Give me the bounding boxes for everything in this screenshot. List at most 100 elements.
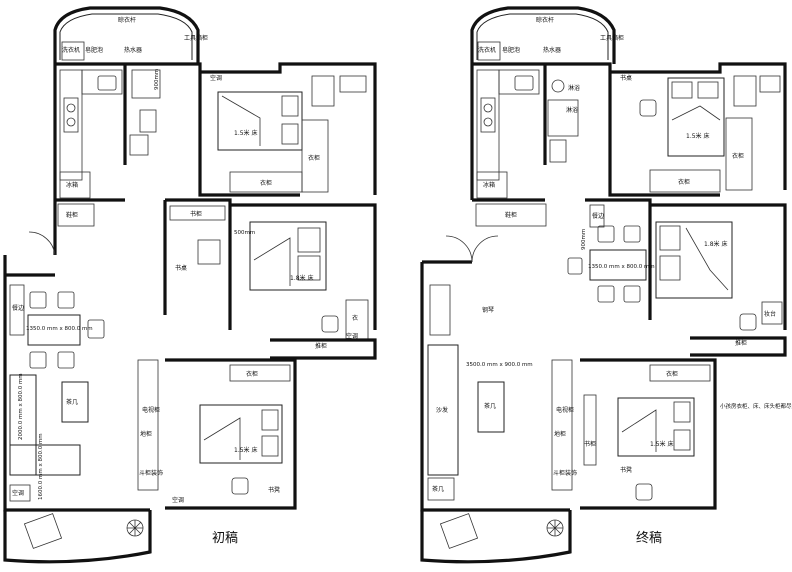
ensuite-basin [759,75,781,93]
ensuite-toilet [733,75,757,107]
bed3-label: 1.5米 床 [650,440,673,448]
bookshelf [583,394,597,466]
burner [483,103,493,113]
caption-final: 终稿 [636,530,662,546]
bed2-walls [230,203,377,330]
wardrobe-1 [649,169,721,193]
counter-top [81,69,123,95]
soap-label: 皂肥泡 [502,46,520,54]
door-swing [28,231,56,256]
lounge-chair [23,513,63,549]
vanity [761,301,783,325]
chest-label: 斗柜装饰 [139,469,163,477]
top-balcony-wall [53,6,200,64]
top-balcony-inner [476,13,609,60]
wardrobe2-label: 衣柜 [732,152,744,160]
plant-icon [126,519,144,537]
shower-head [551,79,565,93]
coffee-table-label: 茶几 [66,398,78,406]
bed3-walls [165,358,297,510]
sofa-bottom [9,444,81,476]
sofa-dim: 3500.0 mm x 900.0 mm [466,362,533,368]
ac-label: 空调 [346,332,358,340]
stool [635,483,653,501]
bed-cover [621,409,657,452]
pillow [659,225,681,251]
sideboard [9,284,25,336]
south-balcony [420,510,572,564]
bed1-label: 1.5米 床 [234,129,257,137]
wardrobe3-label: 衣柜 [666,370,678,378]
bed-cover [685,227,729,291]
side-table-label: 茶几 [432,485,444,493]
dining-chair [623,225,641,243]
soap-label: 皂肥泡 [85,46,103,54]
vanity-label: 妆台 [764,310,776,318]
wardrobe1-label: 衣柜 [260,179,272,187]
wardrobe2-label: 衣柜 [308,154,320,162]
pillow [281,123,299,145]
ac-label: 空调 [210,74,222,82]
bookshelf-label: 书柜 [190,210,202,218]
plan-final: 晾衣杆 洗衣机 皂肥泡 热水器 工具箱柜 冰箱 鞋柜 淋浴 淋浴 书桌 1 [420,6,792,564]
washing-machine [61,41,85,61]
tool-cabinet-label: 工具箱柜 [184,34,208,42]
sofa [427,344,459,476]
tool-cabinet-label: 工具箱柜 [600,34,624,42]
tv-cabinet [551,359,573,491]
pillow [297,227,321,253]
floor-cabinet-label: 地柜 [140,430,152,438]
drying-rack-label: 晾衣杆 [118,16,136,24]
door-swing [471,235,499,263]
dining-chair [567,257,583,275]
chair [739,313,757,331]
door-swing [445,235,473,263]
bed-1-5m-b [617,397,695,457]
bed-1-5m-b [199,404,283,464]
wardrobe-2 [725,117,753,191]
counter-top [498,69,540,95]
piano-label: 钢琴 [482,306,494,314]
shower-label: 淋浴 [568,84,580,92]
desk-chair [197,239,221,265]
bath-walls [545,62,612,165]
stove [480,97,496,133]
note-label: 小孩房衣柜、床、床头柜都尽量选窄点的 [720,402,792,410]
lounge-chair [439,513,479,549]
study-walls [165,198,232,330]
bed1-walls [610,62,787,190]
dining-chair [29,291,47,309]
bed-cover [203,417,241,460]
pillow [659,255,681,281]
push-cabinet-label: 推柜 [735,339,747,347]
push-cabinet-label: 推柜 [315,342,327,350]
toilet [139,109,157,133]
burner [66,117,76,127]
tv-cabinet-label: 电视柜 [556,406,574,414]
pillow [261,435,279,457]
wardrobe-3 [229,364,291,382]
pillow [671,81,693,99]
coffee-table [61,381,89,423]
caption-draft: 初稿 [212,530,238,546]
stove [63,97,79,133]
chest-label: 斗柜装饰 [553,469,577,477]
dining-chair [597,285,615,303]
dining-chair [87,319,105,339]
bed2-label: 1.8米 床 [704,240,727,248]
dining-table [589,249,647,281]
fridge-label: 冰箱 [483,181,495,189]
stool-label: 书凳 [620,466,632,474]
coffee-table [477,381,505,433]
pillow [281,95,299,117]
hall-walls [270,338,377,360]
south-balcony [3,510,152,564]
washing-machine-label: 洗衣机 [62,46,80,54]
piano [429,284,451,336]
bed3-label: 1.5米 床 [234,446,257,454]
dining-table-dim: 1350.0 mm x 800.0 mm [588,264,655,270]
kitchen-sink [514,75,534,91]
bed-1-5m [667,77,725,157]
fridge-label: 冰箱 [66,181,78,189]
